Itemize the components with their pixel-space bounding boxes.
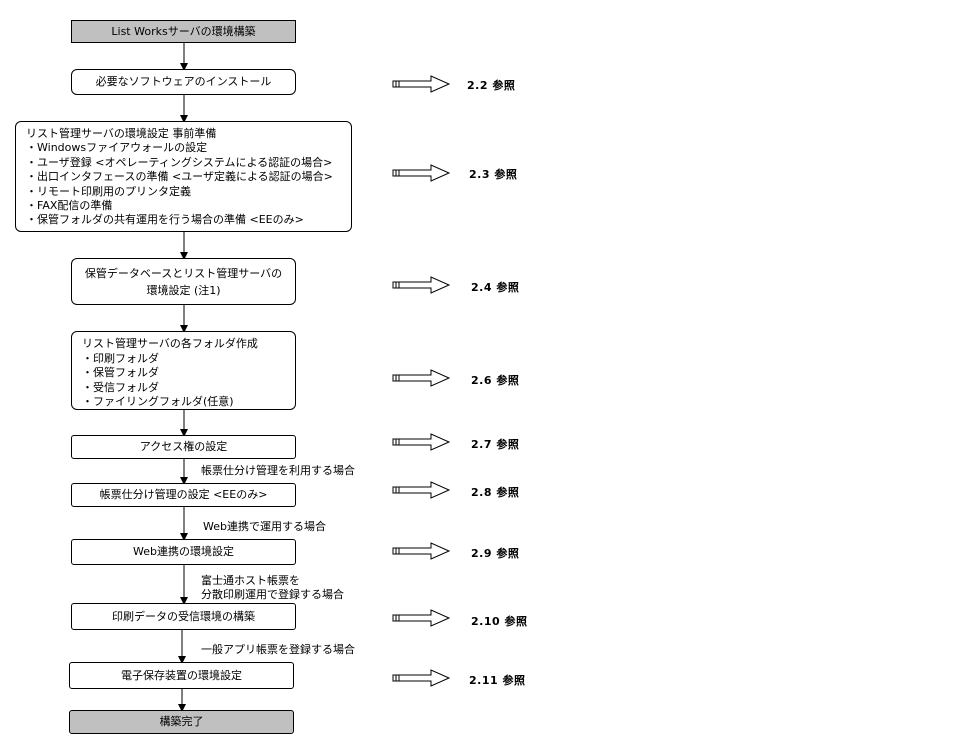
step-access-rights: アクセス権の設定 [71, 435, 296, 459]
block-arrow-2-2 [392, 75, 451, 93]
condition-label: Web連携で運用する場合 [203, 520, 326, 533]
block-arrow-2-9 [392, 542, 451, 560]
step-item: ・ユーザ登録 <オペレーティングシステムによる認証の場合> [26, 155, 333, 169]
step-database-setup: 保管データベースとリスト管理サーバの 環境設定 (注1) [71, 258, 296, 305]
block-arrow-2-11 [392, 669, 451, 687]
section-reference: 2.8 参照 [471, 486, 520, 499]
step-item: ・ファイリングフォルダ(任意) [82, 395, 234, 408]
step-item-list: ・Windowsファイアウォールの設定 ・ユーザ登録 <オペレーティングシステム… [26, 141, 341, 227]
end-terminal: 構築完了 [69, 710, 294, 734]
step-item: ・FAX配信の準備 [26, 199, 113, 213]
section-reference: 2.10 参照 [471, 615, 528, 628]
step-label: 印刷データの受信環境の構築 [112, 609, 255, 623]
step-item: ・印刷フォルダ [82, 351, 159, 365]
step-item: ・受信フォルダ [82, 380, 159, 394]
step-storage-device: 電子保存装置の環境設定 [69, 662, 294, 689]
step-label: Web連携の環境設定 [133, 545, 234, 558]
section-reference: 2.11 参照 [469, 674, 526, 687]
section-reference: 2.2 参照 [467, 79, 516, 92]
step-title: リスト管理サーバの環境設定 事前準備 [26, 127, 217, 140]
step-item: ・保管フォルダの共有運用を行う場合の準備 <EEのみ> [26, 213, 304, 227]
step-web-integration: Web連携の環境設定 [71, 539, 296, 565]
step-item: ・Windowsファイアウォールの設定 [26, 141, 208, 155]
block-arrow-2-10 [392, 609, 451, 627]
section-reference: 2.9 参照 [471, 547, 520, 560]
step-sorting-management: 帳票仕分け管理の設定 <EEのみ> [71, 483, 296, 507]
step-receive-environment: 印刷データの受信環境の構築 [71, 603, 296, 630]
section-reference: 2.4 参照 [471, 281, 520, 294]
step-label: アクセス権の設定 [139, 440, 228, 453]
step-label: 必要なソフトウェアのインストール [95, 75, 272, 88]
block-arrow-2-8 [392, 481, 451, 499]
step-label-line2: 環境設定 (注1) [146, 283, 221, 297]
section-reference: 2.6 参照 [471, 374, 520, 387]
end-label: 構築完了 [159, 715, 204, 728]
step-item: ・保管フォルダ [82, 366, 159, 379]
step-install-software: 必要なソフトウェアのインストール [71, 69, 296, 95]
step-item: ・出口インタフェースの準備 <ユーザ定義による認証の場合> [26, 170, 333, 184]
condition-label: 帳票仕分け管理を利用する場合 [201, 464, 355, 477]
block-arrow-2-6 [392, 369, 451, 387]
step-preparation: リスト管理サーバの環境設定 事前準備 ・Windowsファイアウォールの設定 ・… [15, 121, 352, 232]
block-arrow-2-3 [392, 164, 451, 182]
step-label: 電子保存装置の環境設定 [121, 668, 242, 682]
condition-label: 富士通ホスト帳票を [201, 574, 300, 587]
condition-label: 分散印刷運用で登録する場合 [201, 588, 344, 601]
condition-label: 一般アプリ帳票を登録する場合 [201, 643, 355, 656]
section-reference: 2.3 参照 [469, 168, 518, 181]
step-item-list: ・印刷フォルダ ・保管フォルダ ・受信フォルダ ・ファイリングフォルダ(任意) [82, 352, 285, 410]
block-arrow-2-4 [392, 276, 451, 294]
block-arrow-2-7 [392, 433, 451, 451]
step-item: ・リモート印刷用のプリンタ定義 [26, 184, 191, 198]
step-label-line1: 保管データベースとリスト管理サーバの [84, 266, 283, 280]
start-label: List Worksサーバの環境構築 [111, 24, 256, 38]
start-terminal: List Worksサーバの環境構築 [71, 20, 296, 43]
step-title: リスト管理サーバの各フォルダ作成 [82, 337, 258, 350]
step-create-folders: リスト管理サーバの各フォルダ作成 ・印刷フォルダ ・保管フォルダ ・受信フォルダ… [71, 331, 296, 410]
step-label: 帳票仕分け管理の設定 <EEのみ> [99, 488, 268, 501]
section-reference: 2.7 参照 [471, 438, 520, 451]
